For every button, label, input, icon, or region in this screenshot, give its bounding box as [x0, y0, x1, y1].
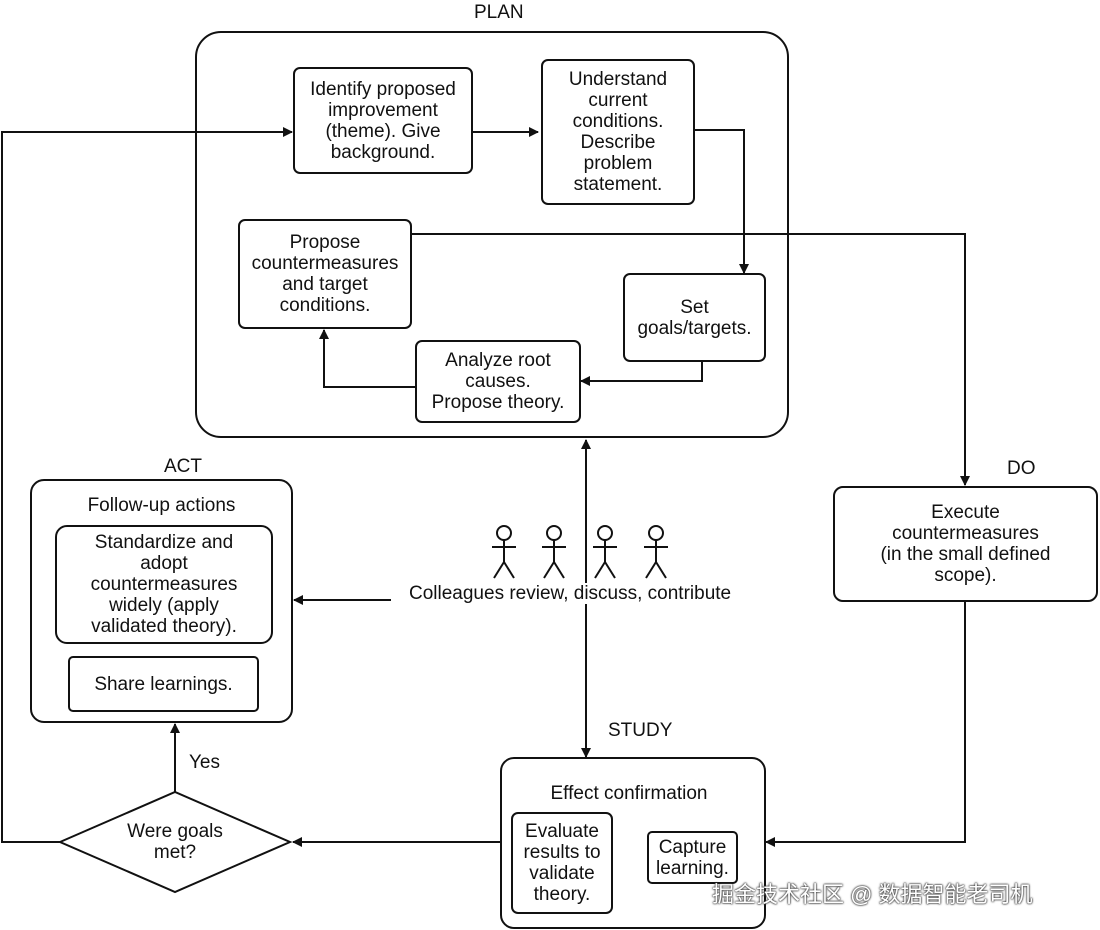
phase-label-plan: PLAN	[474, 2, 524, 23]
arrow-analyze-to-propose	[319, 329, 416, 388]
act-share-box: Share learnings.	[68, 656, 259, 712]
arrow-do-to-study	[765, 601, 966, 847]
person-icon	[593, 525, 617, 579]
act-title: Follow-up actions	[87, 495, 236, 516]
phase-label-do: DO	[1007, 458, 1036, 479]
decision-question: Were goals met?	[127, 821, 223, 863]
phase-label-act: ACT	[164, 456, 202, 477]
watermark-text: 掘金技术社区 @ 数据智能老司机	[712, 882, 1033, 907]
do-execute-box: Execute countermeasures (in the small de…	[833, 486, 1098, 602]
arrow-propose-to-do	[411, 233, 970, 486]
study-capture-box: Capture learning.	[647, 831, 738, 884]
study-title: Effect confirmation	[550, 783, 708, 804]
arrow-goals-to-analyze	[580, 361, 703, 386]
plan-container	[195, 31, 789, 438]
arrow-understand-to-goals	[694, 129, 749, 274]
colleagues-caption: Colleagues review, discuss, contribute	[407, 583, 734, 604]
plan-propose-box: Propose countermeasures and target condi…	[238, 219, 412, 329]
person-icon	[492, 525, 516, 579]
person-icon	[644, 525, 668, 579]
plan-analyze-box: Analyze root causes. Propose theory.	[415, 340, 581, 423]
decision-diamond	[57, 790, 293, 894]
phase-label-study: STUDY	[608, 720, 673, 741]
plan-identify-box: Identify proposed improvement (theme). G…	[293, 67, 473, 174]
plan-understand-box: Understand current conditions. Describe …	[541, 59, 695, 205]
plan-set-goals-box: Set goals/targets.	[623, 273, 766, 362]
act-standardize-box: Standardize and adopt countermeasures wi…	[55, 525, 273, 644]
study-evaluate-box: Evaluate results to validate theory.	[511, 812, 613, 914]
decision-yes-label: Yes	[189, 752, 220, 773]
person-icon	[542, 525, 566, 579]
arrow-decision-no-to-identify	[1, 127, 293, 843]
